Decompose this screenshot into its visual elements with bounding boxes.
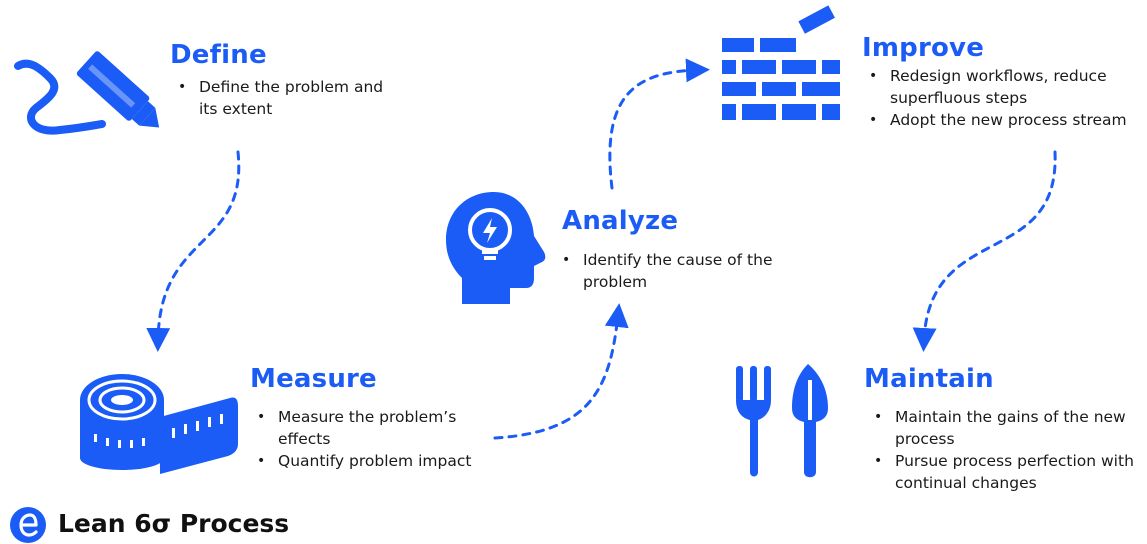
head-lightbulb-icon xyxy=(446,192,546,304)
bullet-list: Measure the problem’s effects Quantify p… xyxy=(252,406,487,472)
tape-measure-icon xyxy=(80,374,238,474)
bullet-list: Identify the cause of the problem xyxy=(557,249,777,293)
bullet-item: Maintain the gains of the new process xyxy=(869,406,1144,450)
fork-icon xyxy=(736,366,771,477)
garden-tools-icon xyxy=(736,364,828,478)
trowel-icon xyxy=(792,364,828,478)
bullet-item: Adopt the new process stream xyxy=(864,109,1139,131)
step-title: Improve xyxy=(862,33,985,63)
step-title: Maintain xyxy=(864,364,994,394)
arrow-analyze-to-improve xyxy=(608,58,710,190)
brand-name: Lean 6σ Process xyxy=(58,509,290,538)
arrow-improve-to-maintain xyxy=(912,150,1057,352)
bullet-item: Identify the cause of the problem xyxy=(557,249,777,293)
bullet-item: Pursue process perfection with continual… xyxy=(869,450,1144,494)
brick-wall-icon xyxy=(722,5,840,120)
step-title: Define xyxy=(170,40,267,70)
bullet-item: Define the problem and its extent xyxy=(173,76,403,120)
bullet-list: Define the problem and its extent xyxy=(173,76,403,120)
bullet-list: Redesign workflows, reduce superfluous s… xyxy=(864,65,1139,131)
bullet-item: Quantify problem impact xyxy=(252,450,487,472)
arrow-measure-to-analyze xyxy=(493,303,629,440)
step-title: Measure xyxy=(250,364,377,394)
step-title: Analyze xyxy=(562,206,679,236)
bullet-item: Measure the problem’s effects xyxy=(252,406,487,450)
e-circle-logo-icon xyxy=(10,507,46,543)
bullet-item: Redesign workflows, reduce superfluous s… xyxy=(864,65,1139,109)
marker-pen-icon xyxy=(14,51,160,135)
arrow-define-to-measure xyxy=(146,150,241,352)
bullet-list: Maintain the gains of the new process Pu… xyxy=(869,406,1144,494)
